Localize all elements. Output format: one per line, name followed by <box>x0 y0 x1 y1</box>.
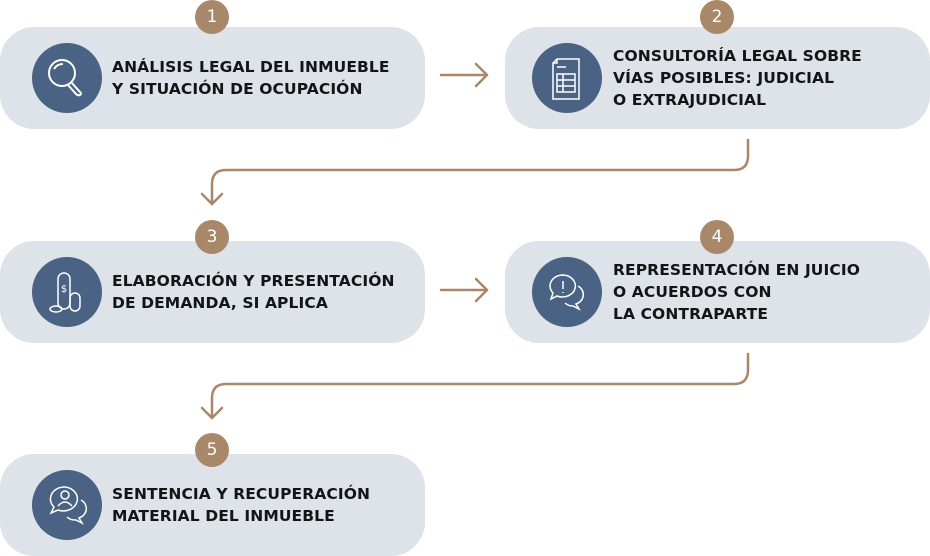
step-text: O ACUERDOS CON <box>613 283 772 301</box>
step-1: ANÁLISIS LEGAL DEL INMUEBLE Y SITUACIÓN D… <box>0 27 425 129</box>
step-text: ELABORACIÓN Y PRESENTACIÓN <box>112 272 395 290</box>
step-text: ANÁLISIS LEGAL DEL INMUEBLE <box>112 58 390 76</box>
step-4: REPRESENTACIÓN EN JUICIO O ACUERDOS CON LA… <box>505 241 930 343</box>
arrow-2-3 <box>200 138 750 206</box>
step-badge-4: 4 <box>700 220 734 254</box>
svg-text:$: $ <box>61 284 67 295</box>
step-3: $ ELABORACIÓN Y PRESENTACIÓN DE DEMANDA, … <box>0 241 425 343</box>
chat-alert-icon <box>532 257 602 327</box>
arrow-4-5 <box>200 352 750 420</box>
step-text: Y SITUACIÓN DE OCUPACIÓN <box>112 80 363 98</box>
arrow-1-2 <box>439 62 489 88</box>
step-badge-5: 5 <box>195 433 229 467</box>
step-badge-2: 2 <box>700 0 734 34</box>
step-text: DE DEMANDA, SI APLICA <box>112 294 328 312</box>
step-5: SENTENCIA Y RECUPERACIÓN MATERIAL DEL INM… <box>0 454 425 556</box>
document-icon <box>532 43 602 113</box>
step-text: O EXTRAJUDICIAL <box>613 91 767 109</box>
coins-icon: $ <box>32 257 102 327</box>
step-text: LA CONTRAPARTE <box>613 305 769 323</box>
step-text: CONSULTORÍA LEGAL SOBRE <box>613 47 862 65</box>
step-text: VÍAS POSIBLES: JUDICIAL <box>613 69 835 87</box>
step-badge-1: 1 <box>195 0 229 34</box>
step-text: MATERIAL DEL INMUEBLE <box>112 507 335 525</box>
step-2: CONSULTORÍA LEGAL SOBRE VÍAS POSIBLES: JU… <box>505 27 930 129</box>
magnifier-icon <box>32 43 102 113</box>
arrow-3-4 <box>439 277 489 303</box>
step-text: SENTENCIA Y RECUPERACIÓN <box>112 485 371 503</box>
step-badge-3: 3 <box>195 220 229 254</box>
step-text: REPRESENTACIÓN EN JUICIO <box>613 261 860 279</box>
chat-user-icon <box>32 470 102 540</box>
